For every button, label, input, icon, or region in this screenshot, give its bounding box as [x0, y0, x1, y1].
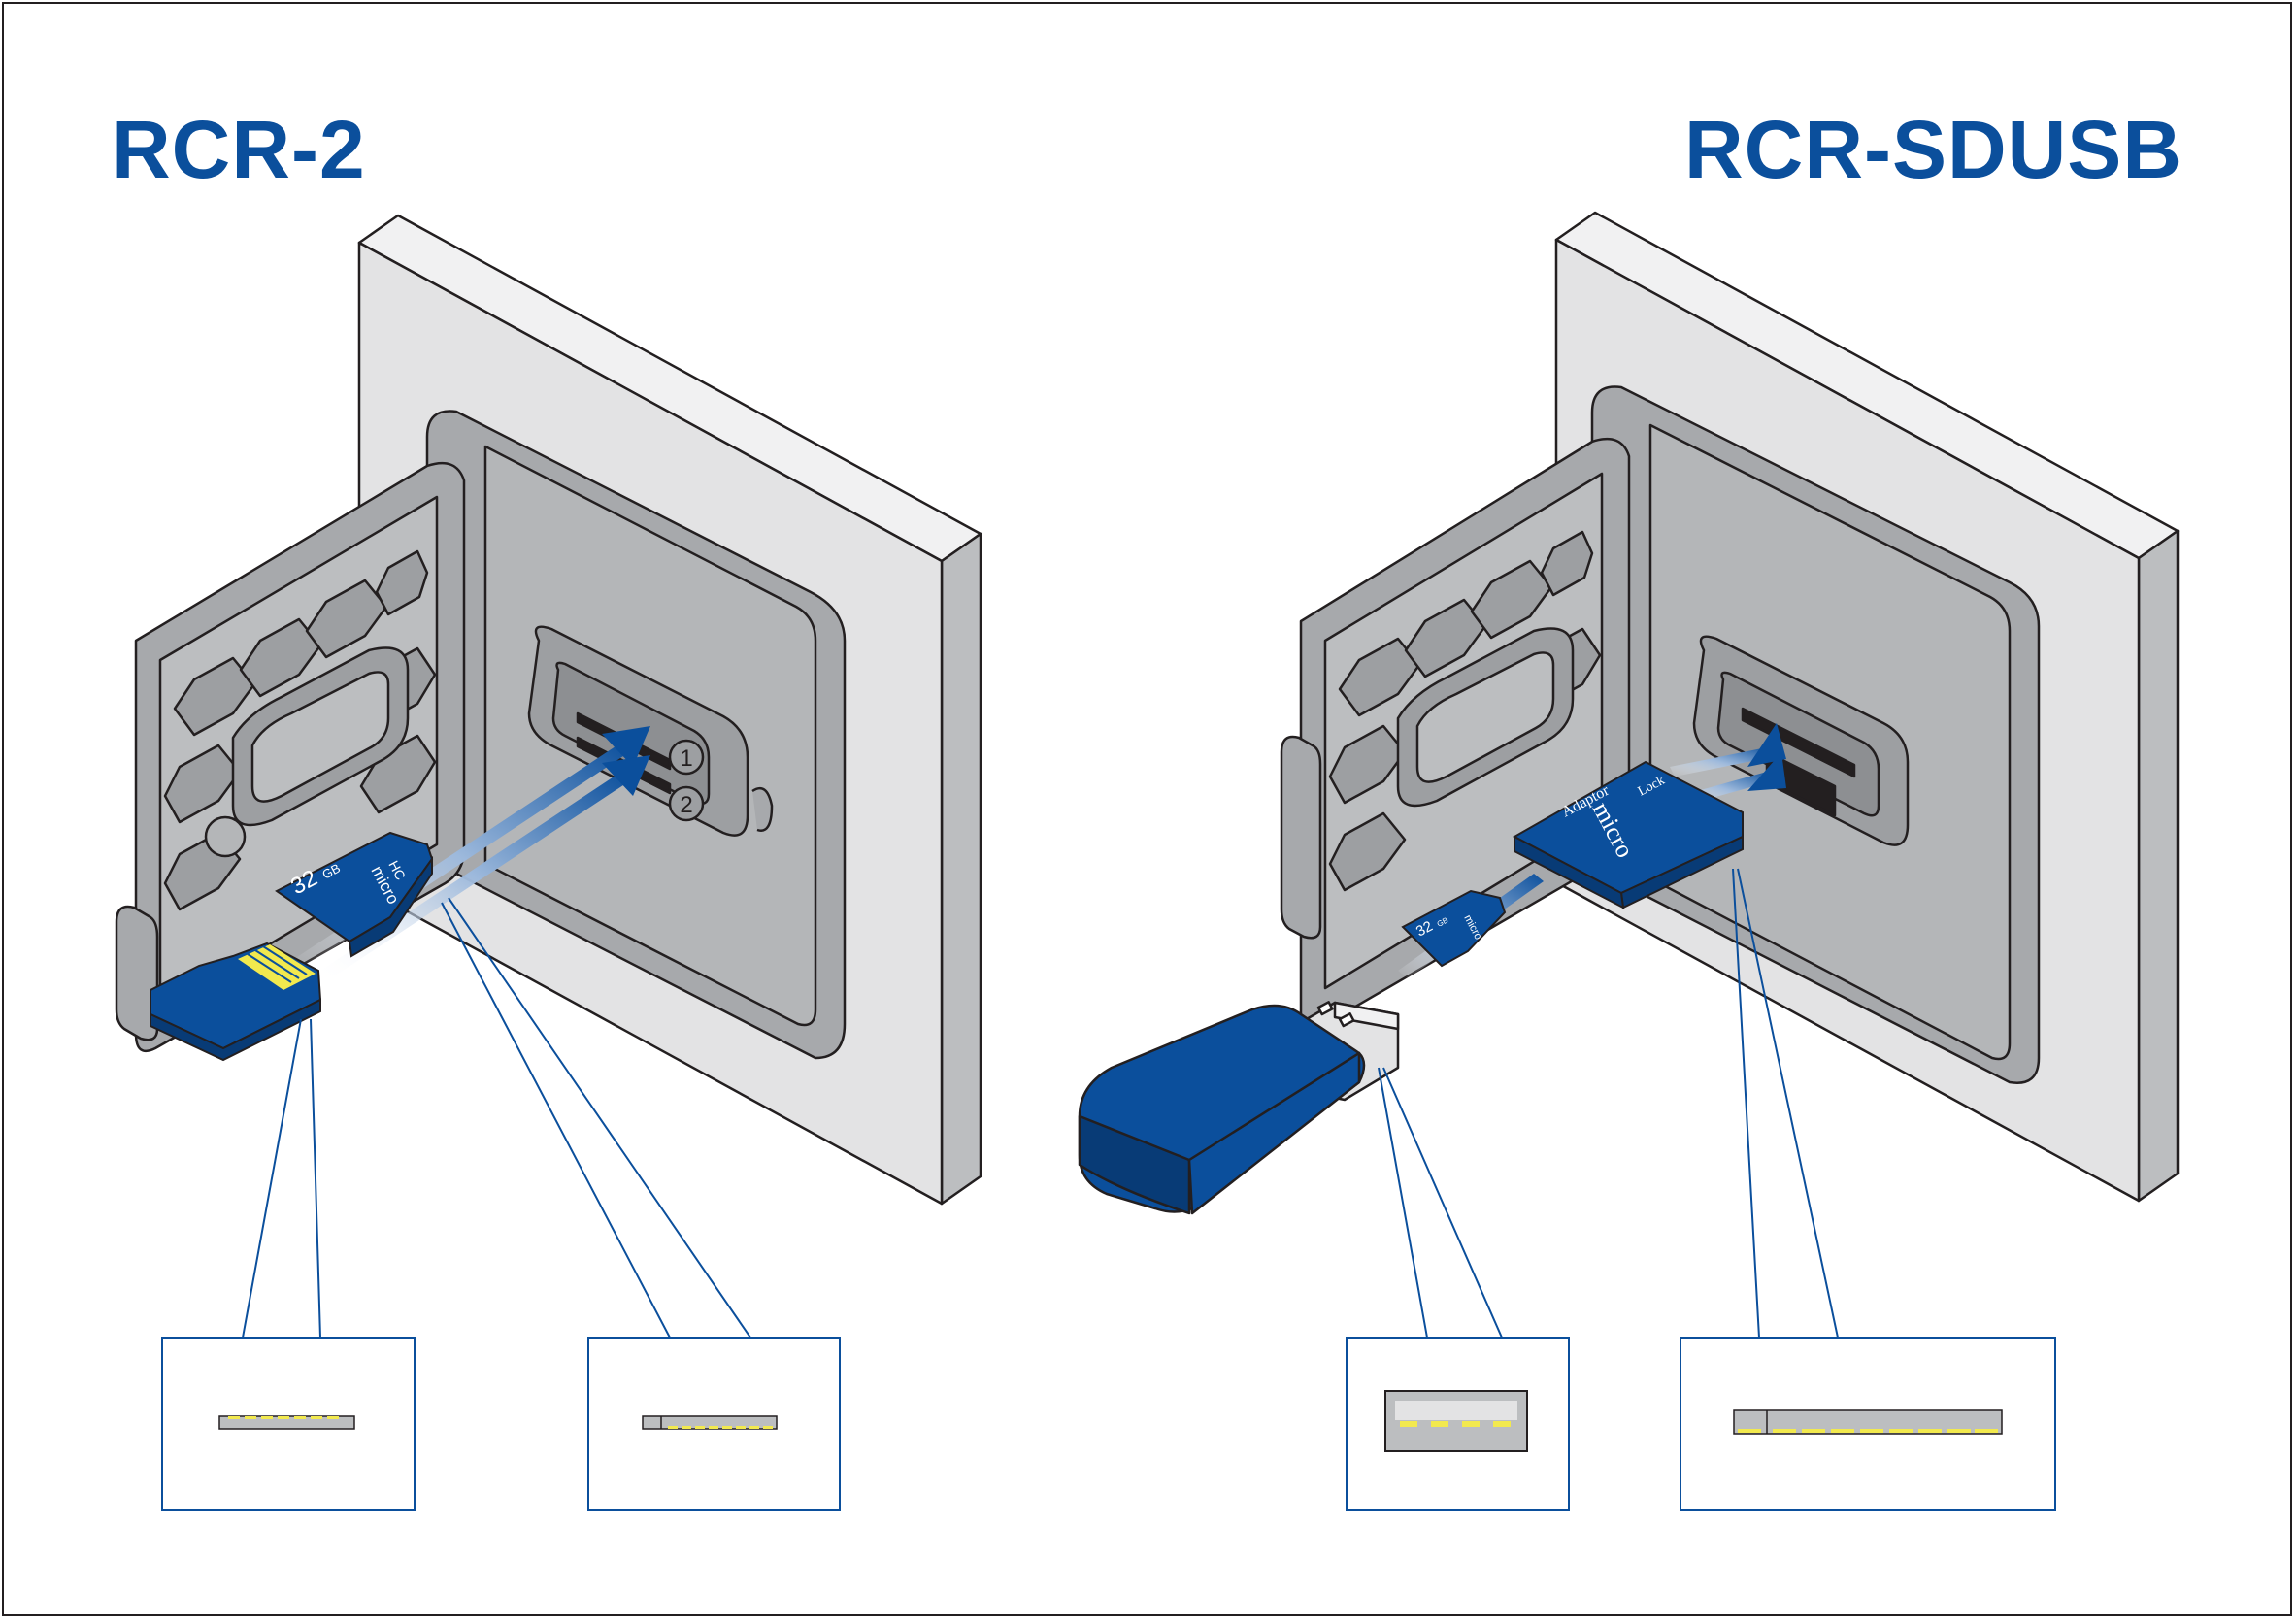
usb-flash-drive[interactable]: [1078, 1001, 1400, 1215]
slot-number-1-marker: [668, 739, 705, 776]
rcr-sdusb-title: RCR-SDUSB: [1684, 104, 2182, 195]
slot-number-1: 1: [680, 745, 692, 772]
callout-usb-edge: [1346, 1337, 1570, 1511]
small-card-capacity: 32: [1414, 918, 1436, 941]
rcr-2-assembly: 1 2: [115, 214, 982, 1511]
microsd-card[interactable]: 32 GB micro HC: [275, 831, 434, 958]
rcr-2-title: RCR-2: [112, 104, 366, 195]
callout-slot-edge: [587, 1337, 841, 1511]
callout-microsd-edge: [161, 1337, 416, 1511]
sd-adapter[interactable]: micro Adaptor Lock: [1512, 760, 1744, 909]
microsd-card-contacts-view: [150, 942, 322, 1062]
sd-slot[interactable]: [1741, 707, 1856, 778]
reader-housing-right: [1590, 385, 2041, 1084]
slot-number-2: 2: [680, 792, 692, 818]
microsd-card-right[interactable]: 32 GB micro: [1401, 889, 1507, 968]
slot-number-2-marker: [668, 785, 705, 822]
rcr-sdusb-assembly: micro Adaptor Lock 32 GB micro: [1078, 211, 2180, 1511]
callout-sd-edge: [1680, 1337, 2056, 1511]
